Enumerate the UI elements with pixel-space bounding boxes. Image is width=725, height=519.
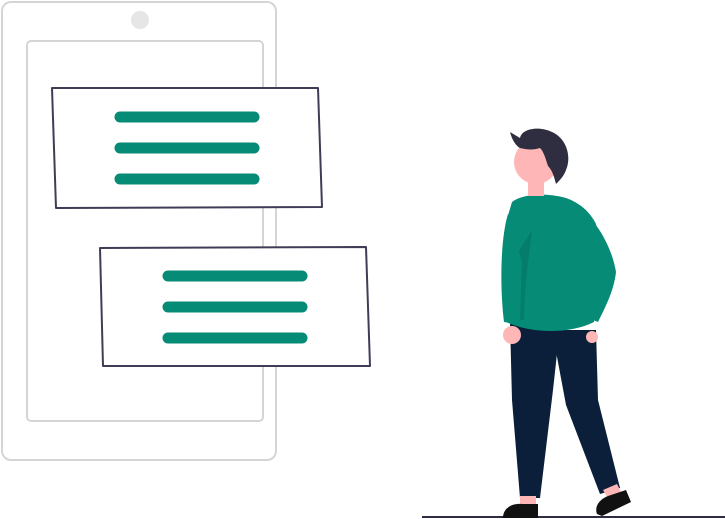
person-shoe-front <box>503 503 538 518</box>
person-leg-front <box>510 322 560 498</box>
person-shoe-back <box>596 490 631 516</box>
person-hand-left <box>503 326 521 344</box>
person-standing-icon <box>501 128 631 518</box>
message-card-bottom <box>99 246 371 367</box>
person-hand-right <box>586 331 598 343</box>
person-leg-back <box>552 330 620 494</box>
person-hair <box>510 128 569 184</box>
person-torso <box>504 194 600 331</box>
text-lines-icon <box>162 270 308 344</box>
phone-outline-icon <box>1 1 277 461</box>
message-card-top <box>51 87 323 209</box>
camera-dot-icon <box>131 11 149 29</box>
text-lines-icon <box>114 111 260 185</box>
person-arm-right <box>574 206 616 322</box>
person-arm-left <box>501 214 522 324</box>
person-ankle-front <box>520 496 536 506</box>
